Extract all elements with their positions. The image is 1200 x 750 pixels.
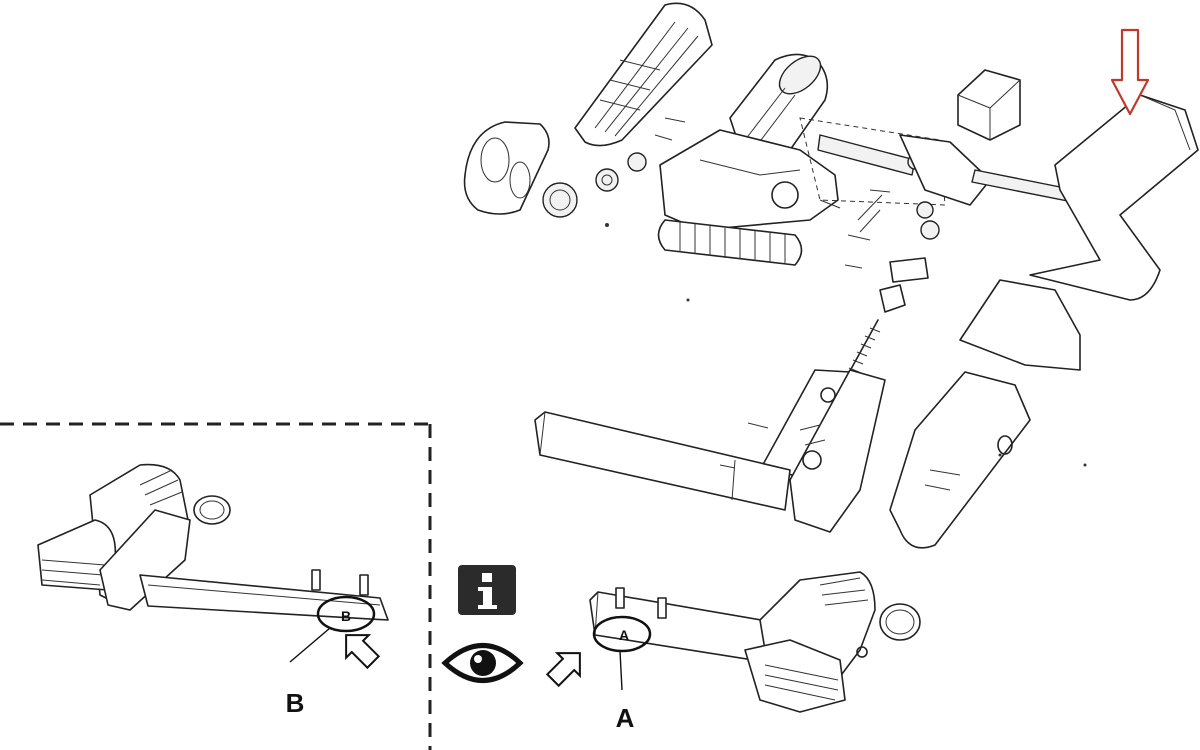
- down-arrow-icon: [1110, 28, 1150, 116]
- top-bracket: [957, 69, 1021, 141]
- actuator-view-a: A: [589, 571, 921, 713]
- pointer-arrow-icon: [345, 634, 381, 670]
- drive-shaft: [817, 134, 991, 206]
- pointer-arrow-icon: [545, 652, 581, 688]
- exploded-view: [463, 2, 1199, 549]
- gear-housing: [659, 129, 839, 231]
- gears: [542, 152, 647, 218]
- info-icon: [458, 565, 516, 615]
- chevron-plate: [959, 279, 1081, 371]
- actuator-tube: [534, 411, 791, 511]
- stray-marks: [605, 223, 1087, 467]
- roller-drum: [657, 219, 803, 266]
- spindle-nut-screw: [844, 201, 940, 381]
- front-bracket: [759, 369, 886, 533]
- top-cover-plate: [574, 2, 713, 147]
- callout-a-label: A: [616, 703, 635, 733]
- actuator-view-b: B: [37, 463, 389, 663]
- lower-housing-cover: [889, 371, 1031, 549]
- left-end-cap: [463, 121, 550, 215]
- eye-icon: [441, 643, 524, 683]
- motor: [729, 53, 829, 156]
- dashed-panel-border: [0, 422, 432, 750]
- marker-b-text: B: [341, 608, 351, 624]
- screws: [654, 117, 891, 269]
- callout-b-label: B: [286, 688, 305, 718]
- marker-a-text: A: [619, 627, 629, 643]
- upper-housing-cover: [1029, 94, 1199, 301]
